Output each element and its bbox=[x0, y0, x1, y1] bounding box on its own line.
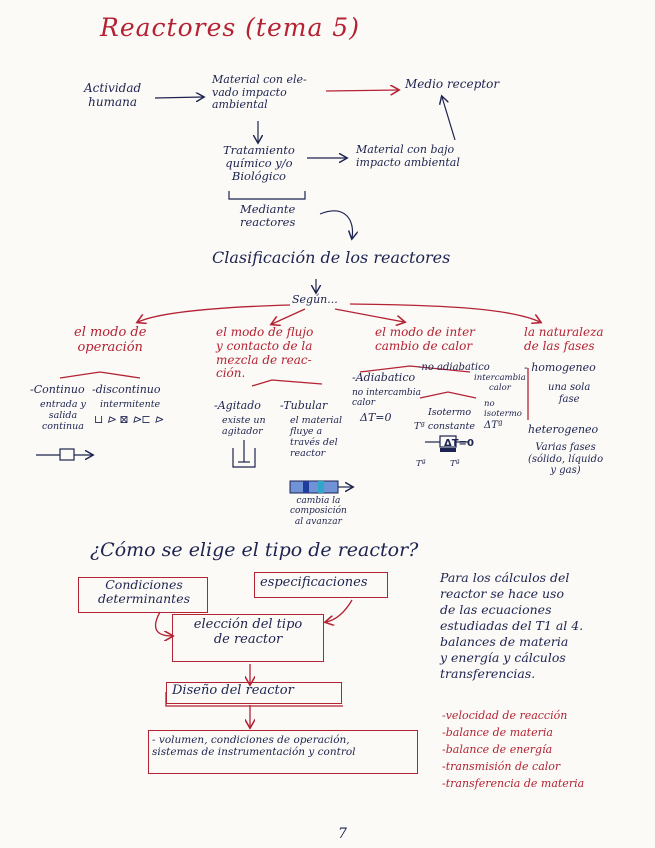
calor-adiabatico-desc: no intercambia calor bbox=[352, 388, 421, 409]
lista-item: -transferencia de materia bbox=[442, 777, 585, 790]
split-no-adiabatico bbox=[419, 391, 477, 399]
operacion-discontinuo-desc: intermitente bbox=[100, 399, 161, 410]
calculos-text: Para los cálculos del reactor se hace us… bbox=[440, 570, 584, 681]
volumen-label: - volumen, condiciones de operación, sis… bbox=[152, 734, 356, 759]
eleccion-tipo-label: elección del tipo de reactor bbox=[193, 617, 303, 647]
calor-adiabatico-eq: ΔT=0 bbox=[360, 411, 392, 424]
lista-item: -balance de energía bbox=[442, 743, 553, 756]
arrow-material-receptor bbox=[325, 90, 398, 91]
calor-no-isotermo-eq: ΔTª bbox=[484, 420, 503, 431]
tratamiento-bracket bbox=[228, 191, 306, 200]
fases-heterogeneo-desc: Varias fases (sólido, líquido y gas) bbox=[528, 442, 604, 476]
flujo-tubular-note: cambia la composición al avanzar bbox=[290, 496, 347, 527]
eleccion-tipo-box bbox=[172, 614, 324, 662]
calor-no-isotermo: no isotermo bbox=[484, 399, 522, 419]
condiciones-box bbox=[78, 577, 208, 613]
calor-isotermo-desc: Tª constante bbox=[414, 421, 475, 432]
continuo-reactor-symbol bbox=[36, 448, 92, 461]
operacion-continuo: -Continuo bbox=[30, 383, 85, 396]
category-operacion: el modo de operación bbox=[74, 325, 147, 355]
category-flujo: el modo de flujo y contacto de la mezcla… bbox=[216, 325, 314, 381]
diseno-label: Diseño del reactor bbox=[172, 683, 294, 698]
calor-no-adiabatico-desc: intercambia calor bbox=[474, 373, 526, 393]
segun-label: Según... bbox=[292, 293, 338, 306]
calor-temp-in: Tª bbox=[416, 459, 426, 469]
flujo-agitado-desc: existe un agitador bbox=[222, 415, 266, 437]
category-calor: el modo de inter cambio de calor bbox=[375, 325, 475, 353]
discontinuo-symbols: ⊔ ⊳ ⊠ ⊳⊏ ⊳ bbox=[94, 413, 164, 426]
split-flujo bbox=[251, 379, 323, 387]
lista-item: -transmisión de calor bbox=[442, 760, 561, 773]
lista-item: -velocidad de reacción bbox=[442, 709, 568, 722]
page-number: 7 bbox=[338, 826, 347, 842]
calor-adiabatico: -Adiabatico bbox=[352, 371, 416, 384]
lista-item: -balance de materia bbox=[442, 726, 553, 739]
material-alto-impacto: Material con ele- vado impacto ambiental bbox=[212, 73, 307, 112]
calor-isotermo-eq: ΔT=0 bbox=[444, 438, 474, 449]
fases-heterogeneo: heterogeneo bbox=[528, 423, 599, 436]
isotermo-hot-block bbox=[440, 448, 456, 452]
medio-receptor: Medio receptor bbox=[405, 77, 500, 91]
condiciones-label: Condiciones determinantes bbox=[97, 577, 191, 607]
arrow-bajo-receptor bbox=[442, 97, 456, 141]
diseno-box bbox=[166, 682, 342, 704]
actividad-humana: Actividad humana bbox=[84, 81, 142, 109]
flujo-tubular-desc: el material fluye a través del reactor bbox=[290, 415, 343, 459]
fases-homogeneo: - homogeneo bbox=[524, 361, 596, 374]
arrow-actividad-material bbox=[154, 97, 203, 98]
category-fases: la naturaleza de las fases bbox=[524, 325, 604, 353]
operacion-discontinuo: -discontinuo bbox=[92, 383, 161, 396]
split-operacion bbox=[59, 371, 141, 379]
calor-no-adiabatico: -no adiabatico bbox=[418, 362, 490, 373]
flujo-agitado: -Agitado bbox=[214, 399, 261, 412]
agitado-tank-symbol bbox=[232, 440, 256, 468]
arrow-condiciones-eleccion bbox=[155, 611, 172, 636]
tubular-reactor-symbol bbox=[289, 480, 352, 494]
operacion-continuo-desc: entrada y salida continua bbox=[40, 399, 86, 432]
isotermo-symbol bbox=[425, 435, 468, 448]
flujo-tubular: -Tubular bbox=[280, 399, 328, 412]
arrow-mediante-clasificacion bbox=[319, 210, 353, 238]
fases-homogeneo-desc: una sola fase bbox=[548, 382, 591, 405]
page-title: Reactores (tema 5) bbox=[100, 13, 360, 42]
arrow-especificaciones-eleccion bbox=[326, 599, 353, 622]
calor-isotermo: Isotermo bbox=[428, 407, 472, 418]
branch-fases bbox=[349, 303, 540, 322]
clasificacion-heading: Clasificación de los reactores bbox=[212, 248, 451, 267]
material-bajo-impacto: Material con bajo impacto ambiental bbox=[356, 143, 460, 169]
split-calor bbox=[359, 365, 471, 373]
branch-operacion bbox=[138, 304, 291, 322]
volumen-box bbox=[148, 730, 418, 774]
especificaciones-box bbox=[254, 572, 388, 598]
calor-temp-out: Tª bbox=[450, 459, 460, 469]
eleccion-question: ¿Cómo se elige el tipo de reactor? bbox=[90, 539, 419, 561]
mediante-reactores: Mediante reactores bbox=[240, 202, 296, 230]
tratamiento: Tratamiento químico y/o Biológico bbox=[223, 143, 295, 184]
especificaciones-label: especificaciones bbox=[260, 575, 368, 590]
branch-calor bbox=[334, 308, 404, 322]
branch-flujo bbox=[272, 308, 306, 324]
